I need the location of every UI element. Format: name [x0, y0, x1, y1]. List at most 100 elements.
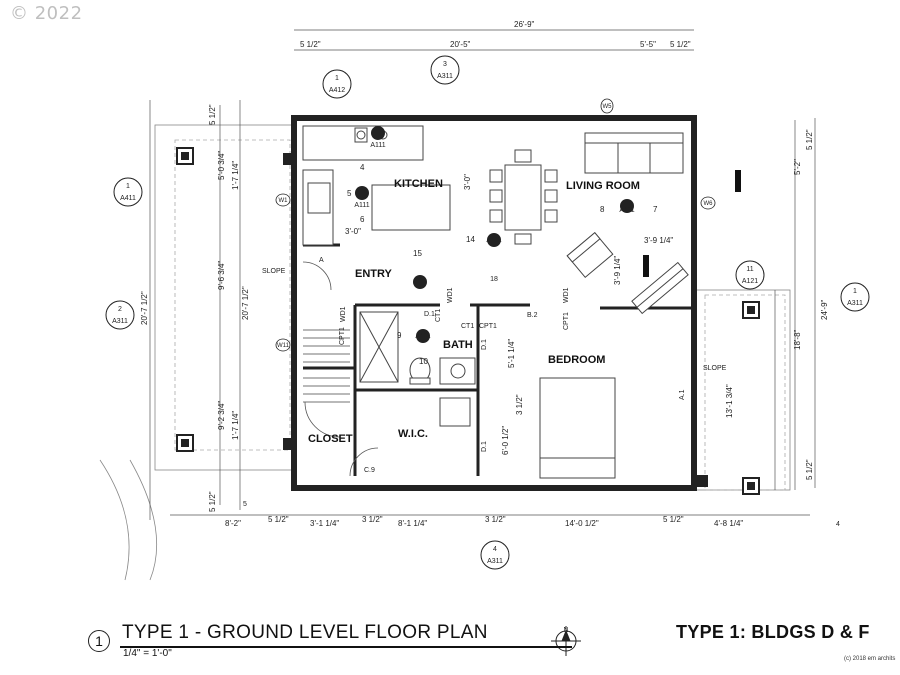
elev-num-14: 14 [466, 235, 475, 244]
dim-bottom-e: 8'-1 1/4" [398, 519, 427, 528]
note-slope-left: SLOPE [262, 268, 286, 275]
elev-ref-a111-bath: A111 [415, 333, 430, 340]
elev-ref-a111-living: A111 [619, 207, 634, 214]
window-tag-w6: W6 [704, 201, 714, 207]
title-underline [120, 646, 572, 648]
dim-wic-3-1: 3 1/2" [515, 394, 524, 415]
note-c9: C.9 [364, 467, 375, 474]
right-porch-outline [694, 289, 791, 491]
dim-right-bottom-small: 5 1/2" [805, 459, 814, 480]
dim-bottom-h: 5 1/2" [663, 515, 684, 524]
callout-ref-a311-bottom: A311 [487, 558, 503, 565]
callout-ref-a311-left: A311 [112, 318, 128, 325]
dim-right-top-small: 5 1/2" [805, 129, 814, 150]
drawing-scale: 1/4" = 1'-0" [123, 648, 172, 659]
callout-ref-a311-top: A311 [437, 73, 453, 80]
callout-num-1c: 1 [853, 288, 857, 295]
note-d1-b: D.1 [481, 339, 488, 350]
dim-left-d: 20'-7 1/2" [241, 286, 250, 320]
drawing-number: 1 [88, 630, 110, 652]
callout-num-4: 4 [493, 546, 497, 553]
dim-right-overall: 24'-9" [820, 299, 829, 320]
dim-left-b: 1'-7 1/4" [231, 161, 240, 190]
elev-num-7: 7 [653, 205, 658, 214]
dim-bath-5-1: 5'-1 1/4" [507, 339, 516, 368]
dim-living-3-9-b: 3'-9 1/4" [613, 256, 622, 285]
note-b2: B.2 [527, 312, 538, 319]
note-wd1-a: WD1 [340, 306, 347, 322]
dim-right-13-1: 13'-1 3/4" [725, 384, 734, 418]
dim-overall-width: 26'-9" [514, 20, 535, 29]
dim-left-f: 1'-7 1/4" [231, 411, 240, 440]
room-label-wic: W.I.C. [398, 428, 428, 440]
callout-num-2: 2 [118, 306, 122, 313]
note-d1-c: D.1 [481, 441, 488, 452]
elev-ref-a111-kitchen-b: A111 [354, 202, 369, 209]
dim-top-left-small: 5 1/2" [300, 40, 321, 49]
dim-top-mid: 20'-5" [450, 40, 471, 49]
room-label-entry: ENTRY [355, 268, 393, 280]
kitchen-counter-top [302, 125, 424, 161]
note-slope-right: SLOPE [703, 365, 727, 372]
note-cpt1-a: CPT1 [339, 327, 346, 345]
dim-living-3-9-a: 3'-9 1/4" [644, 236, 673, 245]
elev-ref-a111-entry: A111 [486, 237, 501, 244]
elev-num-8: 8 [600, 205, 605, 214]
window-tag-w11: W11 [277, 343, 290, 349]
elev-num-4: 4 [360, 163, 365, 172]
elev-ref-a111-kitchen: A111 [370, 142, 385, 149]
dim-bottom-b: 5 1/2" [268, 515, 289, 524]
dim-left-top-small: 5 1/2" [208, 104, 217, 125]
room-label-living-room: LIVING ROOM [566, 180, 640, 192]
room-label-kitchen: KITCHEN [394, 178, 443, 190]
dim-left-a: 5'-0 3/4" [217, 151, 226, 180]
callout-ref-a411: A411 [120, 195, 136, 202]
kitchen-island [371, 184, 451, 231]
elev-num-6: 6 [360, 215, 365, 224]
note-wd1-c: WD1 [563, 287, 570, 303]
dim-kitchen-3-0-b: 3'-0" [345, 227, 361, 236]
dining-set [489, 149, 558, 245]
dim-bottom-f: 3 1/2" [485, 515, 506, 524]
note-cpt1-c: CPT1 [563, 312, 570, 330]
tv-console [631, 261, 689, 315]
title-block: 1 TYPE 1 - GROUND LEVEL FLOOR PLAN 1/4" … [88, 618, 898, 668]
dim-right-a: 5'-2" [793, 159, 802, 175]
porch-posts [176, 147, 760, 495]
dim-wic-6-0: 6'-0 1/2" [501, 426, 510, 455]
drawing-title: TYPE 1 - GROUND LEVEL FLOOR PLAN [122, 622, 488, 643]
stairs [303, 329, 350, 403]
credit-text: (c) 2018 em archits [844, 656, 896, 662]
tag-18: 18 [490, 276, 498, 283]
window-tag-w5: W5 [603, 104, 613, 110]
bed [539, 377, 616, 479]
dim-left-c: 9'-6 3/4" [217, 261, 226, 290]
tag-5: 5 [243, 501, 247, 508]
dim-bottom-g: 14'-0 1/2" [565, 519, 599, 528]
callout-ref-a412: A412 [329, 87, 345, 94]
dim-left-bottom-small: 5 1/2" [208, 491, 217, 512]
dimension-lines [149, 29, 816, 520]
elev-num-15: 15 [413, 249, 422, 258]
note-a-tag: A [319, 257, 324, 264]
exterior-walls [291, 115, 697, 491]
note-a1-tag: A.1 [679, 389, 686, 400]
sofa [584, 132, 684, 174]
note-ct1-b: CT1 [461, 323, 474, 330]
callout-num-1b: 1 [126, 183, 130, 190]
window-tag-w1: W1 [279, 198, 289, 204]
north-arrow [551, 626, 581, 656]
dim-left-e: 9'-2 3/4" [217, 401, 226, 430]
room-label-bath: BATH [443, 339, 473, 351]
elev-num-10: 10 [419, 357, 428, 366]
armchair [566, 232, 614, 278]
callout-num-3: 3 [443, 61, 447, 68]
room-label-bedroom: BEDROOM [548, 354, 605, 366]
room-label-closet: CLOSET [308, 433, 353, 445]
tag-4: 4 [836, 521, 840, 528]
copyright-watermark: © 2022 [10, 3, 83, 24]
callout-num-11: 11 [746, 266, 753, 273]
callout-ref-a121: A121 [742, 278, 758, 285]
dim-top-right-small: 5 1/2" [670, 40, 691, 49]
